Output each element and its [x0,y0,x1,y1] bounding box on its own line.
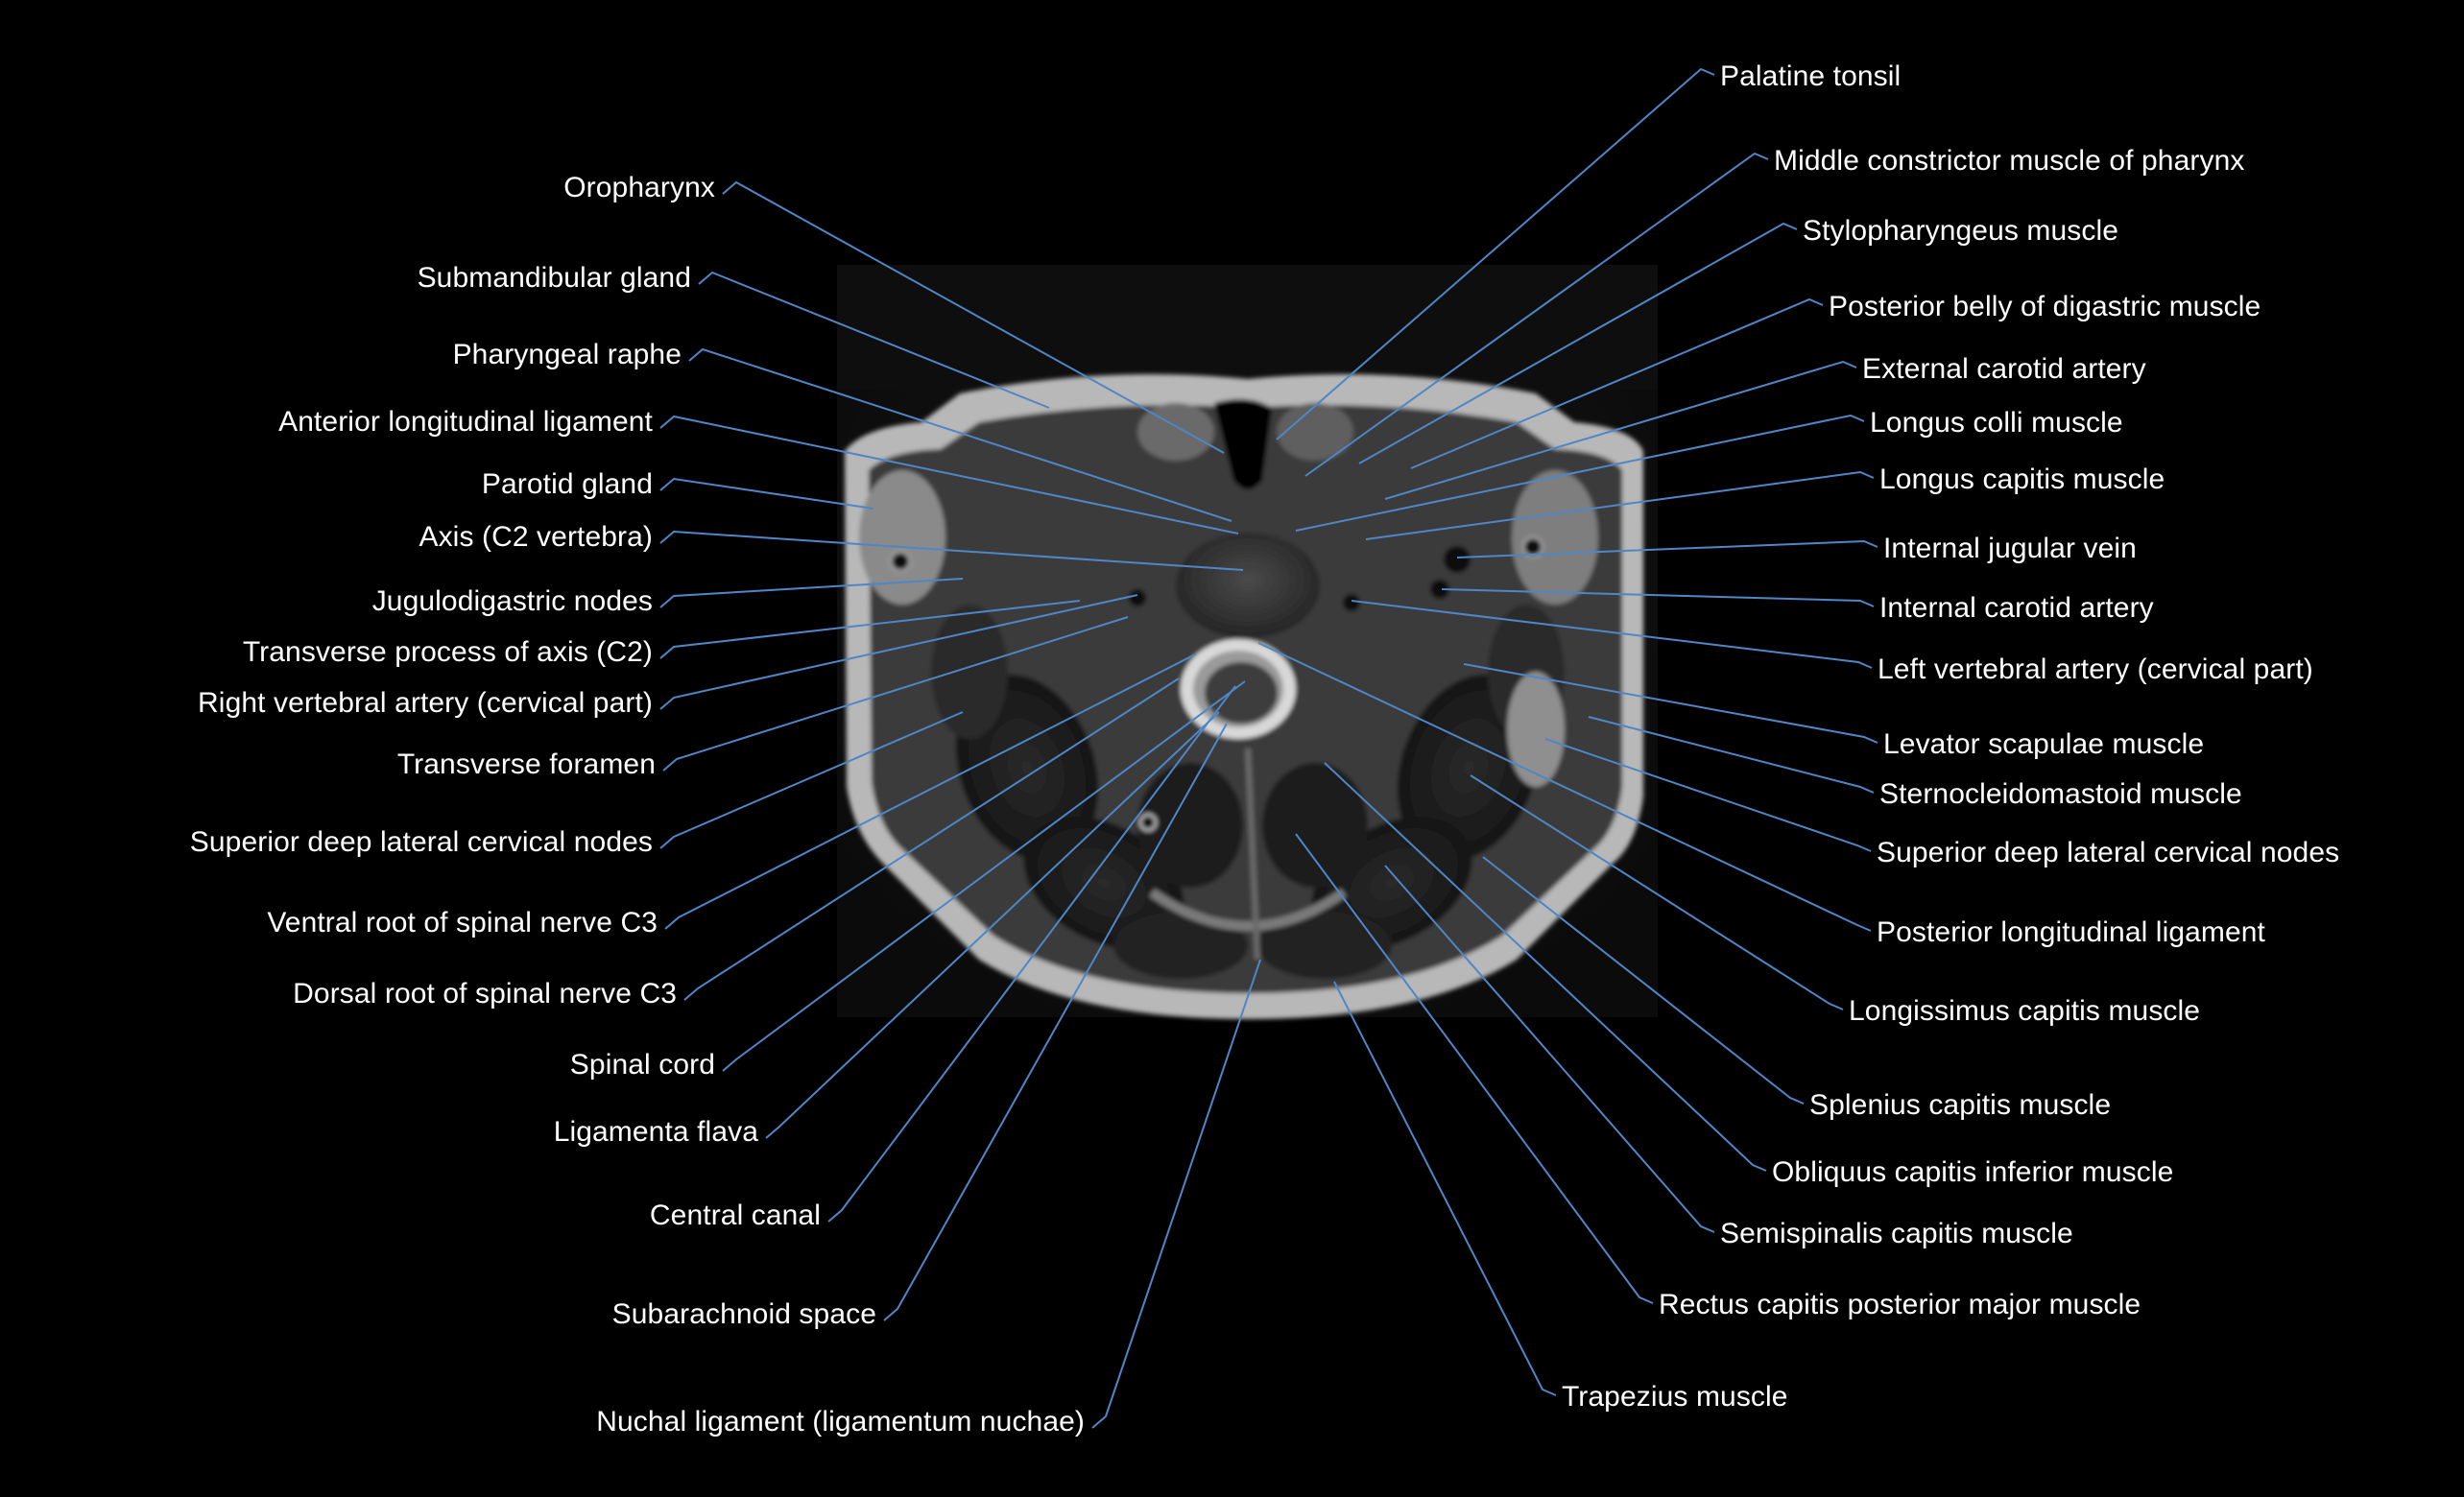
label-internal-carotid-artery: Internal carotid artery [1879,592,2154,624]
label-axis-c2-vertebra: Axis (C2 vertebra) [419,521,653,553]
label-superior-deep-lateral-cervical-nodes: Superior deep lateral cervical nodes [189,826,653,858]
label-middle-constrictor-muscle-of-pharynx: Middle constrictor muscle of pharynx [1774,145,2245,177]
label-right-vertebral-artery-cervical-part: Right vertebral artery (cervical part) [198,687,653,719]
label-rectus-capitis-posterior-major-muscle: Rectus capitis posterior major muscle [1659,1289,2141,1320]
label-external-carotid-artery: External carotid artery [1862,353,2146,385]
label-oropharynx: Oropharynx [563,172,715,203]
label-spinal-cord: Spinal cord [569,1049,715,1081]
label-submandibular-gland: Submandibular gland [417,262,691,294]
label-central-canal: Central canal [649,1200,821,1231]
label-longus-colli-muscle: Longus colli muscle [1870,407,2123,439]
label-posterior-longitudinal-ligament: Posterior longitudinal ligament [1877,916,2265,948]
label-semispinalis-capitis-muscle: Semispinalis capitis muscle [1720,1218,2073,1249]
label-ventral-root-of-spinal-nerve-c3: Ventral root of spinal nerve C3 [267,907,658,939]
label-palatine-tonsil: Palatine tonsil [1720,60,1902,92]
label-dorsal-root-of-spinal-nerve-c3: Dorsal root of spinal nerve C3 [293,978,677,1010]
label-parotid-gland: Parotid gland [481,468,653,500]
label-superior-deep-lateral-cervical-nodes: Superior deep lateral cervical nodes [1877,837,2340,868]
label-longissimus-capitis-muscle: Longissimus capitis muscle [1849,995,2201,1027]
label-trapezius-muscle: Trapezius muscle [1562,1381,1788,1413]
label-transverse-process-of-axis-c2: Transverse process of axis (C2) [242,636,653,668]
label-splenius-capitis-muscle: Splenius capitis muscle [1809,1089,2112,1121]
label-anterior-longitudinal-ligament: Anterior longitudinal ligament [278,406,653,438]
label-levator-scapulae-muscle: Levator scapulae muscle [1883,728,2205,760]
label-obliquus-capitis-inferior-muscle: Obliquus capitis inferior muscle [1772,1156,2174,1188]
label-nuchal-ligament-ligamentum-nuchae: Nuchal ligament (ligamentum nuchae) [596,1406,1085,1438]
label-ligamenta-flava: Ligamenta flava [553,1116,758,1148]
label-internal-jugular-vein: Internal jugular vein [1883,533,2137,564]
label-transverse-foramen: Transverse foramen [396,748,656,780]
label-sternocleidomastoid-muscle: Sternocleidomastoid muscle [1879,778,2242,810]
label-left-vertebral-artery-cervical-part: Left vertebral artery (cervical part) [1878,653,2313,685]
label-subarachnoid-space: Subarachnoid space [611,1298,876,1330]
label-jugulodigastric-nodes: Jugulodigastric nodes [371,585,653,617]
label-pharyngeal-raphe: Pharyngeal raphe [452,339,682,370]
label-longus-capitis-muscle: Longus capitis muscle [1879,463,2165,495]
label-posterior-belly-of-digastric-muscle: Posterior belly of digastric muscle [1829,291,2261,322]
label-stylopharyngeus-muscle: Stylopharyngeus muscle [1803,215,2119,247]
